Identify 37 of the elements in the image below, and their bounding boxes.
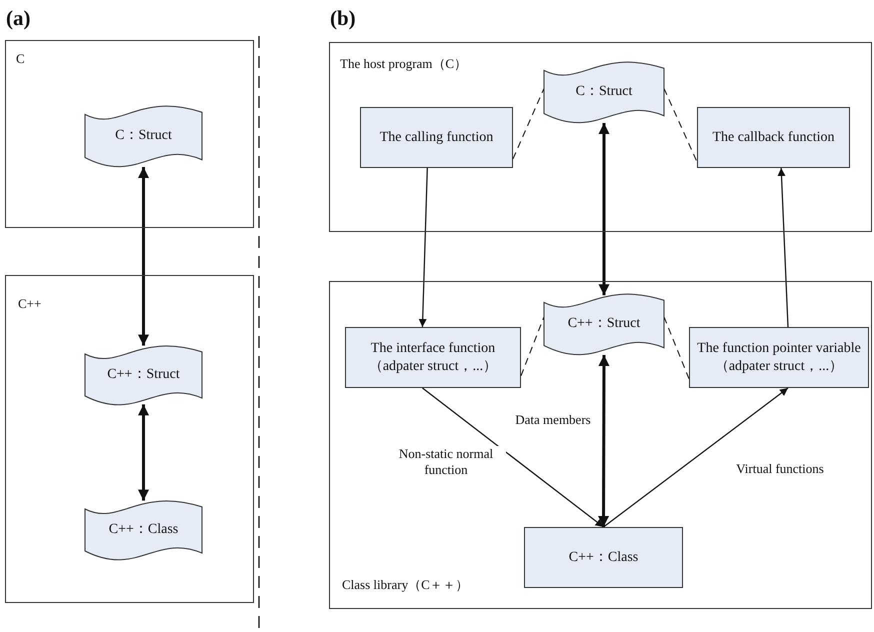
connector bbox=[598, 354, 610, 527]
process-box bbox=[360, 107, 513, 168]
node-text: C++：Struct bbox=[107, 366, 180, 384]
node-text: C++：Class bbox=[108, 521, 178, 539]
container-box bbox=[5, 40, 254, 228]
node-text: C：Struct bbox=[115, 127, 172, 145]
container-title: C bbox=[16, 51, 25, 67]
container-box bbox=[5, 275, 254, 603]
process-box bbox=[345, 327, 521, 388]
connector bbox=[598, 122, 610, 296]
connector bbox=[778, 168, 789, 328]
container-title: C++ bbox=[18, 296, 42, 312]
connector bbox=[138, 166, 149, 346]
container-box bbox=[329, 42, 872, 232]
process-box bbox=[524, 527, 683, 588]
node-text: C：Struct bbox=[576, 83, 632, 101]
node-text: The function pointer variable（adpater struct，...） bbox=[696, 340, 862, 375]
node-text: The interface function（adpater struct，...） bbox=[368, 340, 498, 375]
node-text: C++：Struct bbox=[568, 315, 640, 333]
connector bbox=[512, 88, 544, 160]
process-box bbox=[689, 327, 869, 388]
container-title: Class library（C＋＋） bbox=[342, 576, 469, 594]
node-text: The callback function bbox=[712, 128, 835, 146]
connector bbox=[664, 88, 698, 162]
container-box bbox=[329, 281, 872, 609]
panel-label: (b) bbox=[330, 6, 356, 31]
node-text: The calling function bbox=[380, 128, 494, 146]
connector bbox=[418, 168, 428, 328]
connector bbox=[520, 316, 544, 376]
panel-label: (a) bbox=[6, 6, 30, 31]
connector bbox=[664, 316, 690, 380]
process-box bbox=[697, 107, 850, 168]
connector bbox=[422, 388, 604, 528]
node-text: C++：Class bbox=[568, 548, 638, 566]
connector bbox=[603, 388, 788, 528]
connector bbox=[138, 404, 149, 501]
container-title: The host program（C） bbox=[340, 55, 468, 73]
